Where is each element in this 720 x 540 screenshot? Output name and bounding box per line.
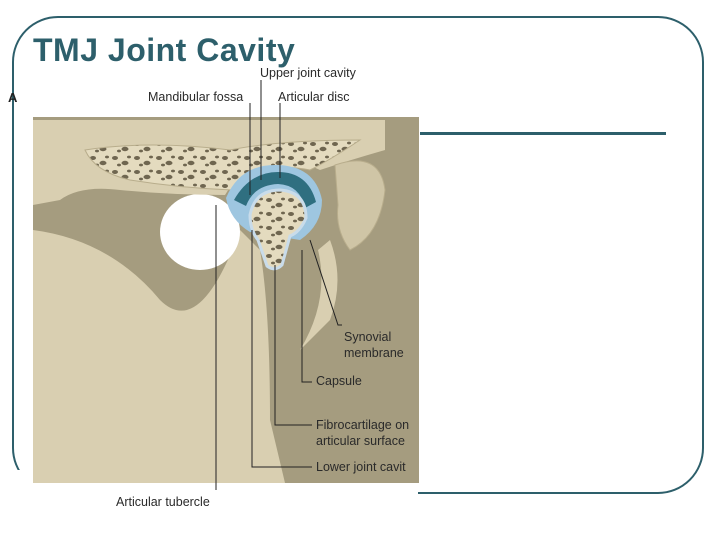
styloid-process [300, 240, 338, 350]
panel-letter: A [8, 90, 18, 105]
slide-title: TMJ Joint Cavity [33, 32, 296, 68]
ear-bone [334, 160, 386, 251]
label-upper-joint-cavity: Upper joint cavity [260, 66, 356, 80]
mandibular-condyle [248, 188, 308, 271]
label-lower-joint-cavity: Lower joint cavit [316, 460, 406, 474]
label-mandibular-fossa: Mandibular fossa [148, 90, 244, 104]
sigmoid-notch-space [160, 194, 240, 270]
mandible-bone [33, 230, 285, 483]
label-capsule: Capsule [316, 374, 362, 388]
label-fibrocartilage-line1: Fibrocartilage on [316, 418, 410, 432]
label-articular-disc: Articular disc [278, 90, 350, 104]
temporal-spongy-bone [84, 139, 362, 191]
label-articular-tubercle: Articular tubercle [116, 495, 210, 509]
title-accent-line [420, 132, 666, 135]
label-fibrocartilage-line2: articular surface [316, 434, 405, 448]
label-synovial-line2: membrane [344, 346, 404, 360]
articular-disc [234, 172, 316, 208]
leader-lines [215, 80, 342, 490]
label-synovial-line1: Synovial [344, 330, 392, 344]
